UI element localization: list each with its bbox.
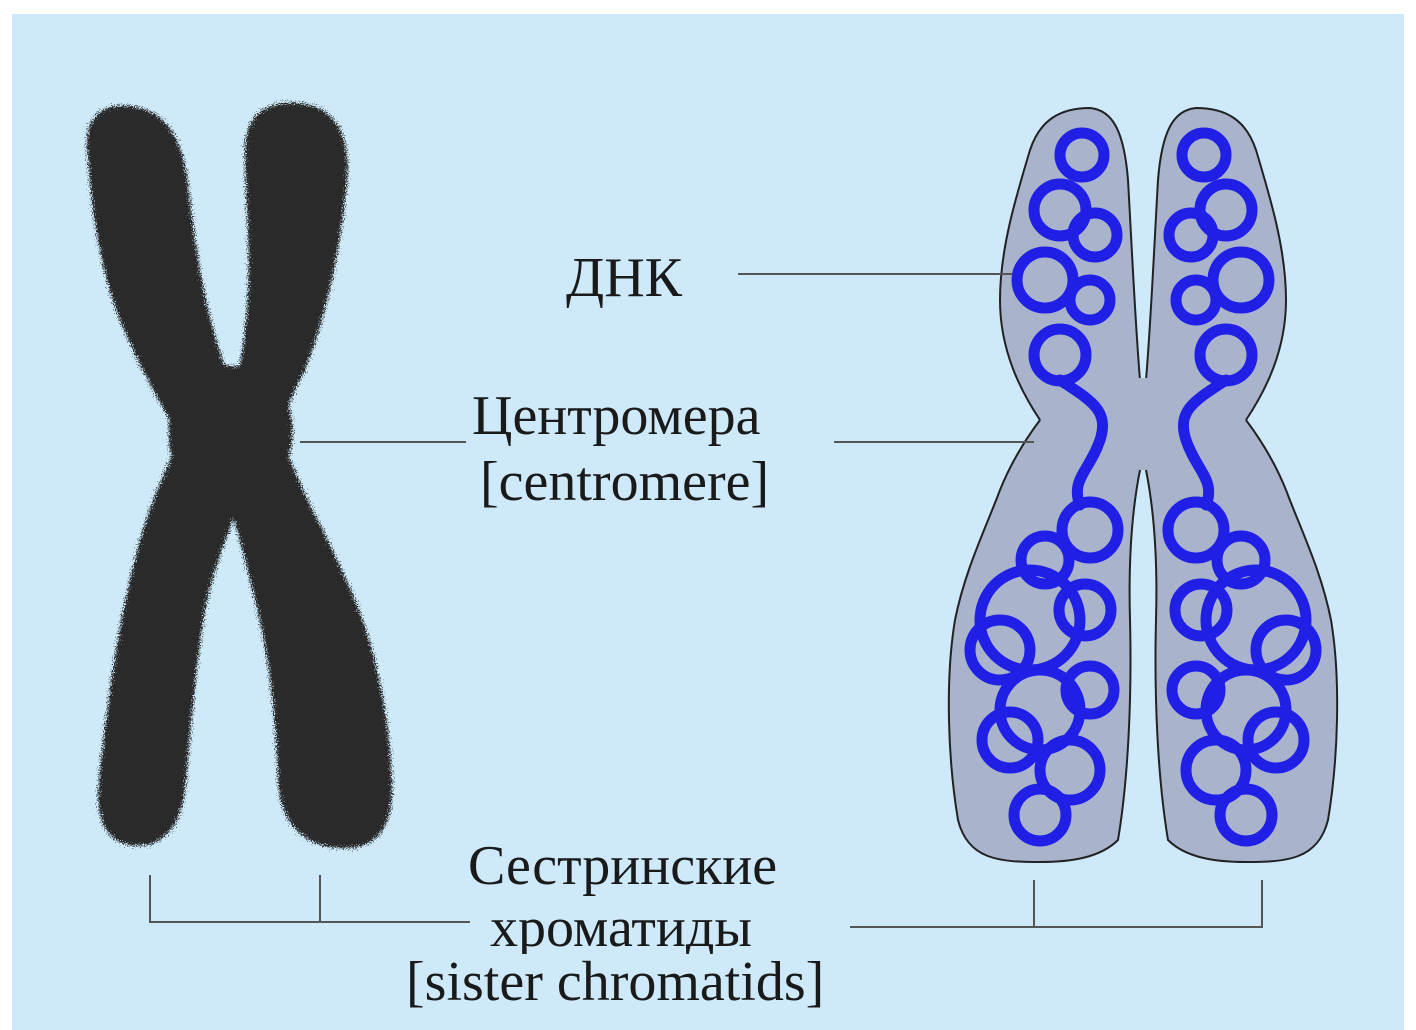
sister-chromatids-label-en: [sister chromatids]	[400, 954, 830, 1010]
sister-bracket-right	[1034, 880, 1262, 927]
centromere-constriction	[169, 365, 293, 502]
condensed-chromosome	[87, 103, 392, 848]
detailed-chromosome	[949, 108, 1337, 862]
sister-bracket-left	[150, 875, 320, 922]
sister-chromatids-label-ru-line2: хроматиды	[484, 900, 758, 956]
sister-chromatids-label-ru-line1: Сестринские	[462, 838, 783, 894]
dna-label: ДНК	[566, 250, 682, 306]
centromere-label-en: [centromere]	[474, 454, 775, 510]
centromere-label-ru: Центромера	[466, 388, 767, 444]
